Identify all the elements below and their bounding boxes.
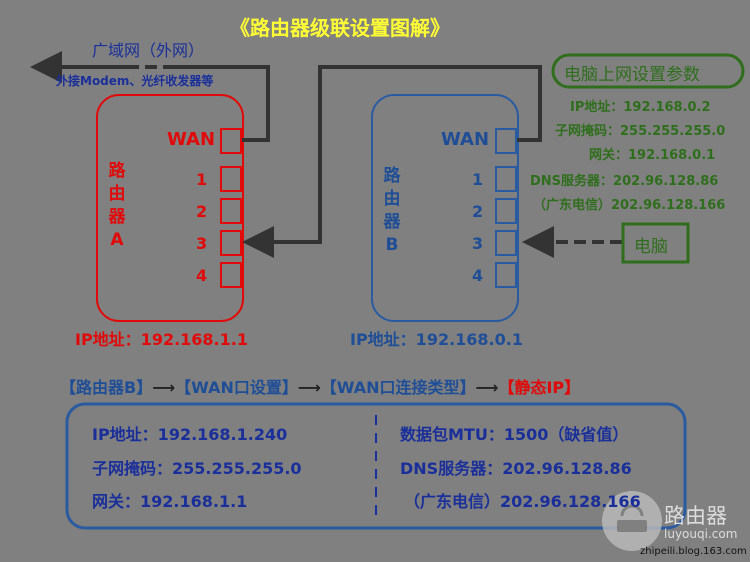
setting-dns: DNS服务器：202.96.128.86 bbox=[400, 459, 632, 478]
port-label: 3 bbox=[472, 234, 484, 253]
router-a-port-2 bbox=[220, 198, 242, 224]
router-b-port-2 bbox=[495, 198, 517, 224]
port-label: 4 bbox=[196, 266, 208, 285]
port-label: 4 bbox=[472, 266, 484, 285]
port-label: 1 bbox=[472, 170, 484, 189]
setting-mtu: 数据包MTU：1500（缺省值） bbox=[400, 425, 629, 444]
setting-ip: IP地址：192.168.1.240 bbox=[92, 425, 288, 444]
router-a-port-1 bbox=[220, 166, 242, 192]
pc-settings-title: 电脑上网设置参数 bbox=[564, 65, 700, 85]
router-a-box bbox=[96, 94, 244, 322]
port-label: 2 bbox=[196, 202, 208, 221]
router-a-ip: IP地址：192.168.1.1 bbox=[75, 330, 248, 349]
wan-label: 广域网（外网） bbox=[92, 41, 205, 60]
router-b-box bbox=[371, 94, 519, 322]
router-b-port-4 bbox=[495, 262, 517, 288]
pc-setting-ip: IP地址：192.168.0.2 bbox=[570, 100, 711, 115]
wan-note: 外接Modem、光纤收发器等 bbox=[56, 74, 214, 88]
pc-setting-mask: 子网掩码：255.255.255.0 bbox=[555, 124, 726, 139]
router-b-port-1 bbox=[495, 166, 517, 192]
port-label: 2 bbox=[472, 202, 484, 221]
pc-setting-dns2: （广东电信）202.96.128.166 bbox=[533, 198, 726, 213]
pc-setting-gateway: 网关：192.168.0.1 bbox=[589, 148, 716, 163]
router-a-wan-port bbox=[220, 128, 242, 154]
router-b-wan-port bbox=[495, 128, 517, 154]
router-a-port-3 bbox=[220, 230, 242, 256]
settings-box bbox=[65, 402, 687, 530]
port-label: 1 bbox=[196, 170, 208, 189]
router-b-ip: IP地址：192.168.0.1 bbox=[350, 330, 523, 349]
settings-path: 【路由器B】⟶【WAN口设置】⟶【WAN口连接类型】⟶【静态IP】 bbox=[60, 378, 581, 397]
pc-setting-dns: DNS服务器：202.96.128.86 bbox=[530, 174, 719, 189]
pc-box bbox=[621, 222, 690, 264]
watermark-site: luyouqi.com bbox=[664, 527, 738, 541]
router-b-wan-label: WAN bbox=[441, 129, 490, 150]
port-label: 3 bbox=[196, 234, 208, 253]
pc-settings-badge bbox=[551, 53, 745, 89]
watermark-name: 路由器 bbox=[664, 504, 727, 528]
pc-label: 电脑 bbox=[634, 237, 668, 257]
setting-gateway: 网关：192.168.1.1 bbox=[92, 492, 248, 511]
setting-mask: 子网掩码：255.255.255.0 bbox=[92, 459, 302, 478]
router-a-port-4 bbox=[220, 262, 242, 288]
credit-text: zhipeili.blog.163.com bbox=[640, 546, 747, 557]
setting-dns2: （广东电信）202.96.128.166 bbox=[404, 492, 641, 511]
router-b-port-3 bbox=[495, 230, 517, 256]
router-a-wan-label: WAN bbox=[167, 129, 216, 150]
title: 《路由器级联设置图解》 bbox=[230, 16, 450, 40]
